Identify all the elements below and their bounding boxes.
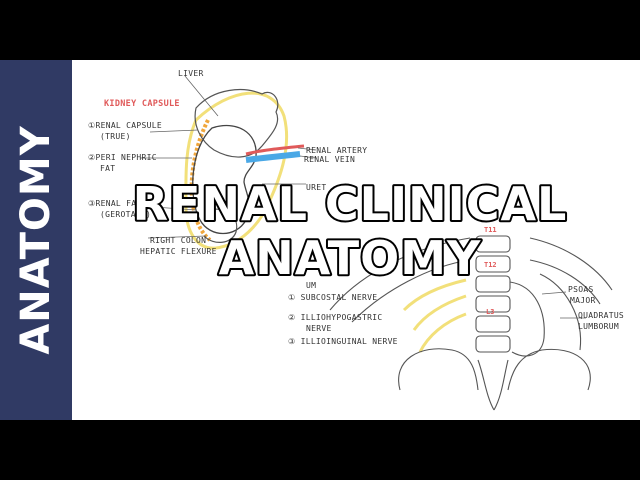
label-quadratus: QUADRATUS bbox=[578, 311, 624, 320]
psoas-muscle bbox=[509, 281, 545, 357]
renal-artery-vessel bbox=[245, 144, 305, 156]
renal-capsule-orange bbox=[189, 119, 212, 242]
spine-leader-lines bbox=[541, 291, 586, 319]
label-illiohypogastric: ② ILLIOHYPOGASTRIC bbox=[288, 313, 382, 322]
label-right-colon: RIGHT COLON bbox=[150, 236, 206, 245]
liver-shape bbox=[194, 89, 279, 158]
label-kidney-capsule: KIDNEY CAPSULE bbox=[104, 99, 180, 109]
label-peri-nephric-fat: FAT bbox=[100, 164, 115, 173]
label-illioinguinal-nerve: ③ ILLIOINGUINAL NERVE bbox=[288, 337, 398, 346]
renal-vein-vessel bbox=[245, 151, 301, 163]
kidney-diagram bbox=[139, 75, 317, 250]
label-peri-nephric: ②PERI NEPHRIC bbox=[88, 153, 157, 162]
nerves-yellow bbox=[402, 278, 467, 353]
label-renal-fascia-gerota: (GEROTA'S) bbox=[100, 210, 151, 219]
ribs-outline bbox=[329, 237, 613, 323]
label-um-partial: UM bbox=[306, 281, 316, 290]
label-renal-capsule: ①RENAL CAPSULE bbox=[88, 121, 162, 130]
label-liver: LIVER bbox=[178, 69, 204, 78]
label-renal-vein: RENAL VEIN bbox=[304, 155, 355, 164]
vertebra-t12 bbox=[475, 255, 511, 273]
label-psoas-major: MAJOR bbox=[570, 296, 596, 305]
title-line-2: ANATOMY bbox=[219, 231, 482, 285]
vertebra-l3 bbox=[475, 315, 511, 333]
quadratus-muscle bbox=[539, 273, 582, 351]
label-renal-capsule-true: (TRUE) bbox=[100, 132, 131, 141]
vertebra-l1 bbox=[475, 275, 511, 293]
vertebra-l2 bbox=[475, 295, 511, 313]
label-hepatic-flexure: HEPATIC FLEXURE bbox=[140, 247, 217, 256]
label-renal-artery: RENAL ARTERY bbox=[306, 146, 367, 155]
sidebar-banner: ANATOMY bbox=[0, 60, 72, 420]
kidney-shape bbox=[192, 124, 257, 234]
leader-lines bbox=[139, 75, 317, 239]
label-renal-fascia: ③RENAL FASCIA bbox=[88, 199, 157, 208]
vertebra-l4 bbox=[475, 335, 511, 353]
colon-shape bbox=[203, 208, 238, 243]
spine-diagram bbox=[329, 235, 613, 411]
label-t11: T11 bbox=[484, 226, 497, 234]
perinephric-fat-outline bbox=[184, 91, 289, 250]
label-quadratus-lumborum: LUMBORUM bbox=[578, 322, 619, 331]
slide-frame: ANATOMY LIVER KIDNEY CAPSULE ①RENAL CAPS… bbox=[0, 60, 640, 420]
label-ureter: URET bbox=[306, 183, 326, 192]
label-subcostal-nerve: ① SUBCOSTAL NERVE bbox=[288, 293, 377, 302]
label-t12: T12 bbox=[484, 261, 497, 269]
label-l3: L3 bbox=[486, 308, 494, 316]
label-illiohypogastric-nerve: NERVE bbox=[306, 324, 332, 333]
pelvis-outline bbox=[398, 348, 591, 411]
title-line-1: RENAL CLINICAL bbox=[133, 177, 568, 231]
vertebra-t11 bbox=[475, 235, 511, 253]
anatomy-illustration: LIVER KIDNEY CAPSULE ①RENAL CAPSULE (TRU… bbox=[88, 69, 624, 411]
label-psoas: PSOAS bbox=[568, 285, 594, 294]
